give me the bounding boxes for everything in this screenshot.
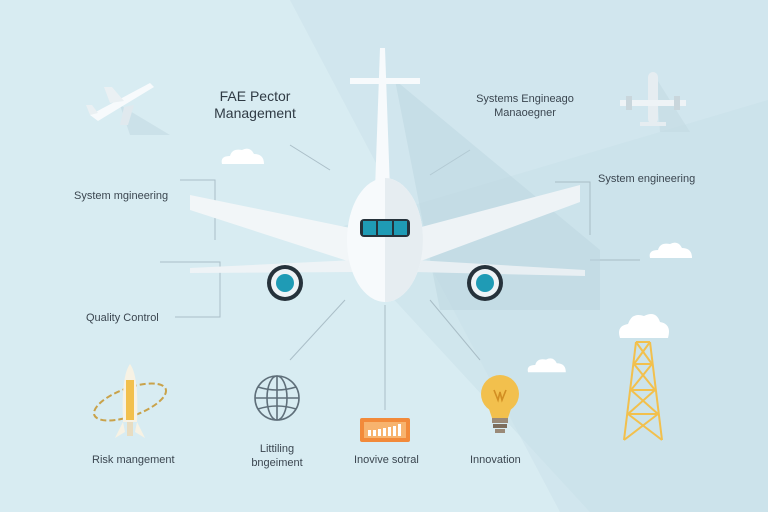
risk-management-label: Risk mangement [92,454,175,466]
airplane-small-right-icon [620,72,690,132]
fae-title-line2: Management [214,105,296,121]
battery-gauge-icon [360,418,410,442]
system-engineering-right-label: System engineering [598,173,696,185]
connector-globe [289,299,346,361]
fae-title-line1: FAE Pector [219,88,291,104]
connector-system-right [555,181,591,235]
connector-fae [289,144,331,171]
fae-title-label: FAE Pector Management [205,88,305,122]
cloud-icon [649,242,692,258]
systems-engineago-label: Systems Engineago Manaoegner [470,92,580,120]
light-bulb-icon [481,375,519,433]
rocket-icon [92,364,168,438]
connector-bulb [429,299,481,361]
radio-tower-icon [619,314,669,441]
littiling-line2: bngeiment [251,457,303,469]
systems-engineago-line1: Systems Engineago [476,93,574,105]
innovation-label: Innovation [470,454,521,466]
quality-control-label: Quality Control [86,312,159,324]
systems-engineago-line2: Manaoegner [494,107,556,119]
connector-system-left [180,179,216,240]
airplane-small-left-icon [86,83,170,135]
littiling-label: Littiling bngeiment [232,442,322,470]
system-engineering-left-label: System mgineering [74,190,169,202]
connector-quality [160,261,221,318]
inovive-sotral-label: Inovive sotral [354,454,419,466]
cloud-icon [221,148,264,164]
airplane-main-icon [190,48,600,310]
littiling-line1: Littiling [259,443,295,455]
globe-icon [254,375,300,421]
cloud-icon [527,358,566,373]
